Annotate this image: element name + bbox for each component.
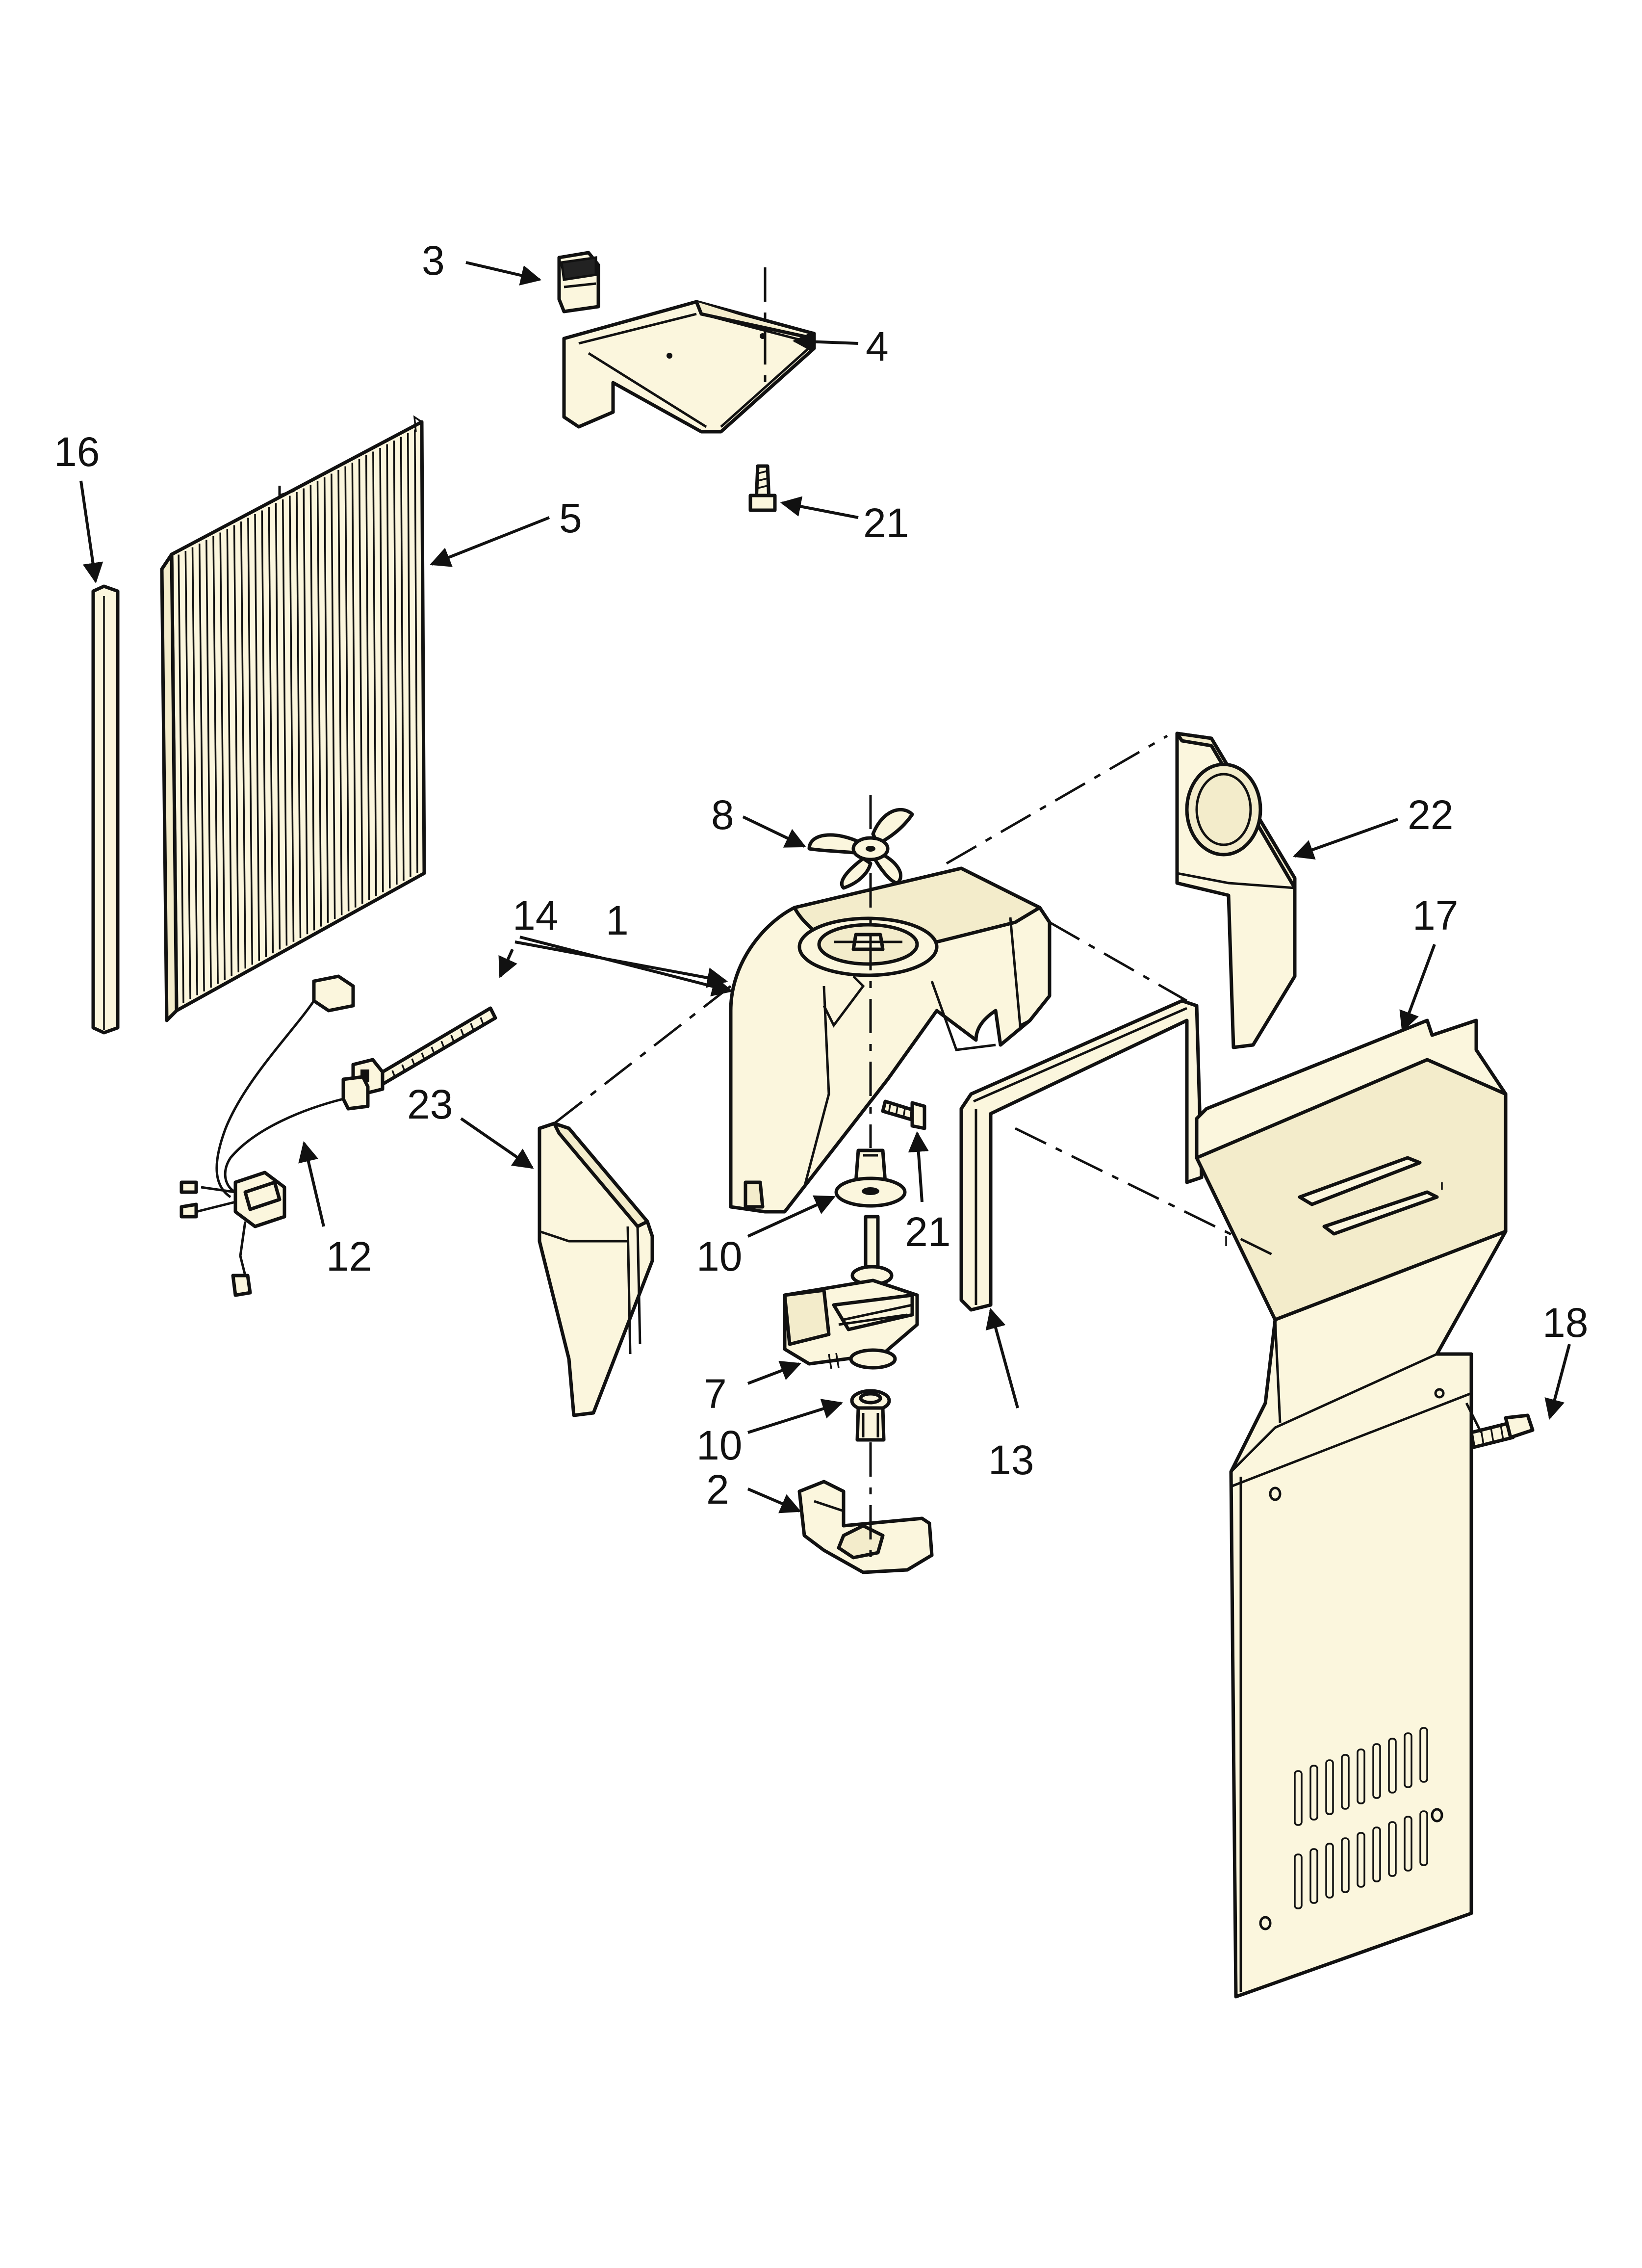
callout-14: 14 (513, 892, 558, 938)
vent-slot (1294, 1853, 1303, 1909)
part-12-wire-harness (180, 974, 370, 1297)
panel-rib (344, 466, 350, 912)
callout-21-top: 21 (863, 500, 909, 546)
vent-slot (1309, 1765, 1318, 1821)
part-13-gasket (959, 999, 1204, 1312)
part-16-strip (91, 584, 120, 1035)
callout-8: 8 (711, 792, 734, 838)
callout-labels: 3 4 21 5 16 8 22 14 1 17 23 12 21 10 7 1… (54, 237, 1588, 1512)
vent-slot (1419, 1727, 1428, 1783)
panel-rib (219, 532, 226, 980)
callout-2: 2 (706, 1466, 729, 1512)
panel-rib (407, 433, 411, 877)
panel-rib (268, 506, 274, 954)
part-5-panel (160, 415, 426, 1022)
vent-slot (1357, 1832, 1365, 1888)
panel-rib (358, 459, 363, 904)
panel-rib (254, 514, 260, 961)
panel-rib (372, 451, 377, 896)
panel-rib (191, 547, 198, 995)
callout-10-lower: 10 (696, 1422, 742, 1468)
panel-rib (282, 499, 288, 946)
part-1-fan-shroud (729, 866, 1052, 1214)
panel-rib (212, 536, 219, 984)
callout-10-upper: 10 (696, 1233, 742, 1279)
panel-rib (316, 481, 322, 927)
panel-rib (303, 488, 308, 935)
part-10-bushing-upper (834, 1148, 907, 1208)
panel-rib (233, 525, 239, 973)
callout-21-middle: 21 (905, 1209, 950, 1255)
part-8-fan-blade (807, 795, 914, 890)
panel-rib (386, 444, 391, 888)
panel-rib (323, 477, 329, 923)
callout-5: 5 (559, 495, 582, 541)
panel-rib (296, 492, 302, 938)
callout-3: 3 (422, 237, 445, 284)
panel-rib (400, 437, 405, 881)
panel-rib (184, 550, 191, 999)
part-7-fan-motor (783, 1215, 919, 1370)
panel-rib (351, 462, 357, 908)
vent-slot (1388, 1821, 1397, 1877)
vent-slot (1357, 1748, 1365, 1804)
panel-rib (261, 510, 267, 957)
callout-1: 1 (606, 897, 629, 943)
vent-slot (1309, 1848, 1318, 1904)
callout-16: 16 (54, 429, 100, 475)
part-10-bushing-lower (850, 1389, 891, 1442)
assembly-lines (553, 734, 1483, 1434)
callout-23: 23 (407, 1081, 453, 1127)
panel-rib (226, 528, 232, 976)
vent-slot (1294, 1770, 1303, 1826)
panel-rib (414, 429, 418, 873)
panel-rib (275, 503, 281, 950)
part-2-bottom-bracket (797, 1480, 934, 1574)
panel-rib (365, 455, 370, 900)
panel-rib (178, 554, 184, 1003)
vent-slot (1419, 1810, 1428, 1866)
callout-12: 12 (326, 1233, 372, 1279)
panel-rib (393, 440, 398, 885)
part-21-screw-top (748, 464, 777, 512)
part-18-screw (1469, 1413, 1535, 1449)
part-22-side-plate (1175, 731, 1297, 1049)
panel-rib (309, 484, 315, 931)
part-21-screw-middle (881, 1099, 926, 1130)
part-23-insulation (538, 1121, 654, 1417)
vent-slot (1372, 1743, 1381, 1799)
panel-rib (247, 518, 254, 965)
vent-slot (1325, 1843, 1334, 1899)
vent-slot (1404, 1816, 1412, 1872)
callout-22: 22 (1408, 792, 1453, 838)
panel-rib (337, 469, 343, 915)
callout-4: 4 (866, 323, 889, 369)
callout-13: 13 (988, 1437, 1034, 1483)
leader-arrows (79, 261, 1571, 1513)
vent-slot (1341, 1754, 1350, 1810)
part-4-bracket (562, 267, 817, 434)
callout-18: 18 (1542, 1300, 1588, 1346)
callout-17: 17 (1412, 892, 1458, 938)
panel-rib (205, 540, 212, 988)
vent-slot (1325, 1759, 1334, 1815)
vent-slot (1341, 1837, 1350, 1893)
callout-7: 7 (704, 1371, 727, 1417)
part-17-air-duct (1195, 1018, 1508, 1999)
part-3-clip (557, 251, 600, 313)
vent-slot (1388, 1738, 1397, 1794)
vent-slot (1372, 1826, 1381, 1882)
panel-rib (379, 447, 384, 892)
panel-rib (240, 521, 247, 969)
panel-rib (198, 543, 205, 991)
panel-rib (331, 473, 336, 919)
panel-rib (289, 495, 295, 942)
vent-slot (1404, 1732, 1412, 1788)
